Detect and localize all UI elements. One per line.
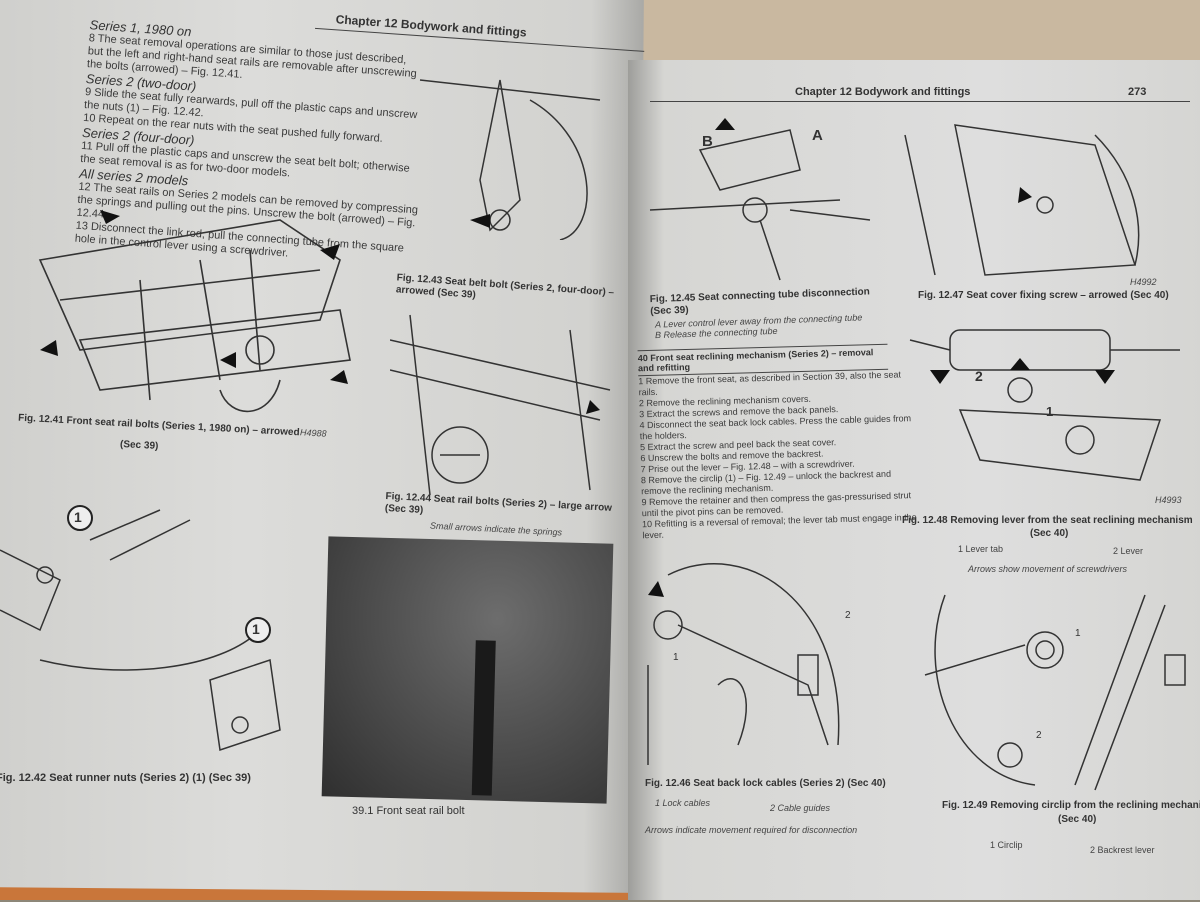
fig-12-42-caption: Fig. 12.42 Seat runner nuts (Series 2) (… (0, 772, 251, 784)
callout-2: 2 (975, 368, 983, 384)
fig-12-48-note: Arrows show movement of screwdrivers (968, 564, 1128, 574)
fig-12-43-drawing (419, 79, 601, 240)
legend-item: 2 Lever (1113, 546, 1144, 556)
callout-1: 1 (74, 509, 82, 525)
right-page (628, 60, 1200, 900)
fig-code: H4988 (299, 427, 327, 439)
callout-1: 1 (252, 621, 260, 637)
fig-12-41-caption-sec: (Sec 39) (119, 439, 159, 452)
fig-12-49-caption-sec: (Sec 40) (1058, 814, 1097, 825)
fig-12-48-caption-sec: (Sec 40) (1030, 528, 1069, 539)
page-number: 273 (1128, 86, 1147, 98)
callout-2: 2 (845, 610, 851, 621)
callout-2: 2 (1036, 730, 1042, 741)
fig-12-47-caption: Fig. 12.47 Seat cover fixing screw – arr… (918, 290, 1169, 301)
header-rule (650, 101, 1190, 102)
page-header: Chapter 12 Bodywork and fittings (795, 86, 971, 98)
callout-1: 1 (1046, 404, 1054, 419)
photo-39-1-caption: 39.1 Front seat rail bolt (352, 805, 465, 817)
fig-code: H4993 (1155, 495, 1182, 505)
fig-12-41-drawing (38, 210, 351, 413)
fig-12-42-drawing (0, 505, 281, 751)
legend-item: 2 Backrest lever (1090, 845, 1155, 855)
fig-12-48-caption: Fig. 12.48 Removing lever from the seat … (902, 515, 1193, 526)
fig-12-46-caption: Fig. 12.46 Seat back lock cables (Series… (645, 778, 886, 789)
photo-39-1 (321, 536, 614, 804)
seat-rail-bolt (471, 640, 496, 796)
fig-12-49-drawing (924, 594, 1186, 791)
section-40: 40 Front seat reclining mechanism (Serie… (637, 343, 917, 541)
callout-1: 1 (673, 652, 679, 663)
fig-12-47-drawing (904, 124, 1140, 276)
callout-1: 1 (1075, 628, 1081, 639)
fig-code: H4992 (1130, 277, 1157, 287)
label-b: B (702, 133, 713, 150)
fig-12-48-drawing (909, 329, 1180, 481)
fig-12-49-caption: Fig. 12.49 Removing circlip from the rec… (942, 800, 1200, 811)
legend-item: 1 Circlip (990, 840, 1023, 850)
legend-item: 1 Lock cables (655, 798, 711, 808)
fig-12-44-drawing (390, 314, 611, 495)
legend-item: 1 Lever tab (958, 544, 1004, 554)
label-a: A (812, 127, 823, 144)
fig-12-45-drawing (649, 118, 871, 281)
legend-item: 2 Cable guides (770, 803, 831, 813)
fig-12-46-drawing (647, 563, 840, 765)
fig-12-46-note: Arrows indicate movement required for di… (645, 825, 858, 835)
